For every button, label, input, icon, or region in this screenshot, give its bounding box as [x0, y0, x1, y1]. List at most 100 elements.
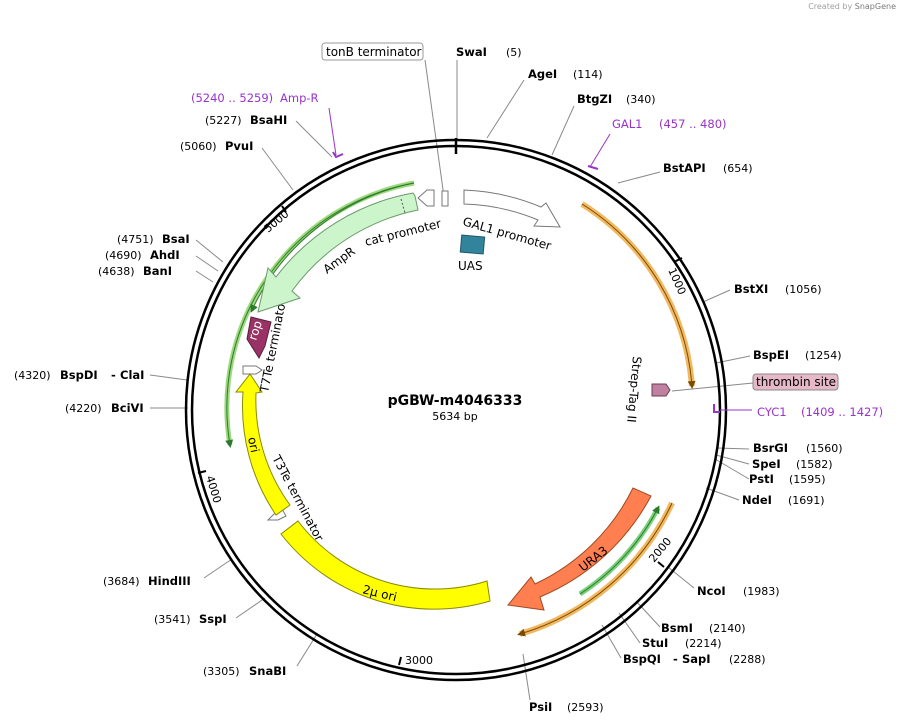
- tick-label-4000: 4000: [203, 474, 224, 505]
- leader-agei: [486, 79, 525, 139]
- cat-promoter-small-arrow[interactable]: [417, 189, 435, 207]
- enzyme-bspqi-sep: -: [673, 652, 678, 666]
- strep-tag-label: Strep-Tag II: [624, 356, 644, 423]
- enzyme-bsmi-pos: (2140): [709, 622, 746, 635]
- enzyme-bani-name: BanI: [143, 264, 172, 278]
- enzyme-bspqi-name: BspQI: [623, 652, 661, 666]
- enzyme-bstxi-pos: (1056): [785, 283, 822, 296]
- enzyme-pvui-pos: (5060): [180, 140, 217, 153]
- enzyme-sspi-pos: (3541): [154, 613, 191, 626]
- enzyme-bsai-name: BsaI: [162, 232, 190, 246]
- enzyme-swai-pos: (5): [506, 46, 522, 59]
- tick-mark-5000: [281, 205, 287, 213]
- enzyme-agei-pos: (114): [573, 68, 603, 81]
- enzyme-bstxi-name: BstXI: [734, 282, 768, 296]
- tick-mark-2000: [657, 561, 665, 568]
- enzyme-bsahi-name: BsaHI: [250, 113, 287, 127]
- leader-tonb: [424, 59, 446, 205]
- enzyme-psti-pos: (1595): [789, 473, 826, 486]
- uas-label: UAS: [458, 259, 483, 273]
- primer-gal1-range: (457 .. 480): [659, 117, 727, 131]
- primer-amp-r-range: (5240 .. 5259): [191, 91, 273, 105]
- enzyme-leader-lines: [149, 59, 754, 701]
- strep-orf-arrow-line: [581, 203, 696, 389]
- enzyme-bani-pos: (4638): [98, 265, 135, 278]
- enzyme-bsrgi-name: BsrGI: [753, 441, 788, 455]
- enzyme-snabi-pos: (3305): [203, 665, 240, 678]
- primer-cyc1-name: CYC1: [757, 405, 787, 419]
- enzyme-bspdi-sep: -: [111, 368, 116, 382]
- enzyme-labels: SwaI (5) AgeI (114) BtgZI (340) BstAPI (…: [14, 45, 843, 714]
- snapgene-credit: Created by SnapGene: [808, 2, 896, 11]
- rop-feature[interactable]: [246, 316, 272, 360]
- two-micron-ori-feature[interactable]: [280, 520, 491, 610]
- leader-psii: [522, 653, 531, 701]
- ura3-orf-arrow-line: [517, 502, 673, 637]
- leader-stui: [618, 612, 641, 644]
- primer-amp-r-leader: [328, 107, 337, 156]
- enzyme-bcivi-name: BciVI: [111, 401, 144, 415]
- enzyme-btgzi-pos: (340): [626, 93, 656, 106]
- thrombin-site-feature[interactable]: [651, 383, 671, 397]
- primer-gal1-mark: [587, 165, 599, 170]
- enzyme-pvui-name: PvuI: [225, 139, 253, 153]
- leader-thrombin: [671, 382, 754, 392]
- thrombin-label-box: [752, 373, 839, 391]
- tick-mark-1000: [673, 257, 683, 263]
- enzyme-bsrgi-pos: (1560): [806, 442, 843, 455]
- leader-bspdi: [149, 374, 188, 381]
- primer-amp-r-name: Amp-R: [280, 91, 319, 105]
- enzyme-ncoi-pos: (1983): [743, 585, 780, 598]
- enzyme-spei-name: SpeI: [752, 457, 781, 471]
- leader-bsahi: [295, 120, 333, 158]
- enzyme-hindiii-pos: (3684): [103, 575, 140, 588]
- enzyme-ahdi-pos: (4690): [105, 249, 142, 262]
- enzyme-psii-name: PsiI: [529, 700, 552, 714]
- ura3-green-arrow-line: [579, 505, 660, 595]
- enzyme-bspqi-pos: (2288): [729, 653, 766, 666]
- enzyme-ncoi-name: NcoI: [697, 584, 726, 598]
- enzyme-bspdi-name: BspDI: [60, 368, 98, 382]
- enzyme-hindiii-name: HindIII: [148, 574, 191, 588]
- ori-feature[interactable]: [234, 373, 291, 516]
- leader-bspqi: [601, 624, 622, 659]
- enzyme-bsahi-pos: (5227): [205, 114, 242, 127]
- uas-feature[interactable]: [459, 234, 486, 255]
- enzyme-btgzi-name: BtgZI: [577, 92, 612, 106]
- enzyme-clai-name: ClaI: [120, 368, 144, 382]
- snapgene-brand: SnapGene: [854, 2, 896, 11]
- enzyme-bspdi-pos: (4320): [14, 369, 51, 382]
- leader-bstxi: [702, 289, 731, 303]
- enzyme-psii-pos: (2593): [567, 701, 604, 714]
- ori-label: ori: [245, 436, 262, 454]
- ura3-feature-arrow[interactable]: [507, 487, 652, 611]
- enzyme-bspei-pos: (1254): [805, 349, 842, 362]
- rop-label: rop: [246, 319, 265, 342]
- leader-bsai: [195, 239, 224, 263]
- tick-mark-3000: [398, 656, 402, 666]
- tick-label-5000: 5000: [262, 207, 292, 235]
- t7te-terminator-feature[interactable]: [242, 365, 263, 375]
- thrombin-site-label: thrombin site: [756, 375, 836, 389]
- leader-hindiii: [203, 558, 233, 579]
- leader-bsmi: [635, 600, 661, 628]
- gal1-promoter-arrow[interactable]: [463, 189, 561, 228]
- tonb-terminator-feature[interactable]: [441, 190, 449, 207]
- primer-gal1-name: GAL1: [612, 117, 643, 131]
- ampr-feature-arrow[interactable]: [257, 192, 419, 313]
- leader-pvui: [261, 147, 294, 191]
- leader-bstapi: [617, 171, 661, 184]
- enzyme-swai-name: SwaI: [456, 45, 487, 59]
- tick-mark-4000: [197, 470, 207, 474]
- enzyme-bstapi-pos: (654): [723, 162, 753, 175]
- enzyme-bstapi-name: BstAPI: [663, 161, 706, 175]
- credit-prefix: Created by: [808, 2, 853, 11]
- enzyme-stui-name: StuI: [642, 636, 668, 650]
- plasmid-name: pGBW-m4046333: [388, 393, 523, 409]
- enzyme-spei-pos: (1582): [796, 458, 833, 471]
- tick-label-1000: 1000: [665, 266, 688, 297]
- tonb-terminator-label: tonB terminator: [326, 45, 422, 59]
- enzyme-bcivi-pos: (4220): [65, 402, 102, 415]
- plasmid-length: 5634 bp: [432, 410, 477, 423]
- primers: (5240 .. 5259) Amp-R GAL1 (457 .. 480) C…: [191, 91, 883, 419]
